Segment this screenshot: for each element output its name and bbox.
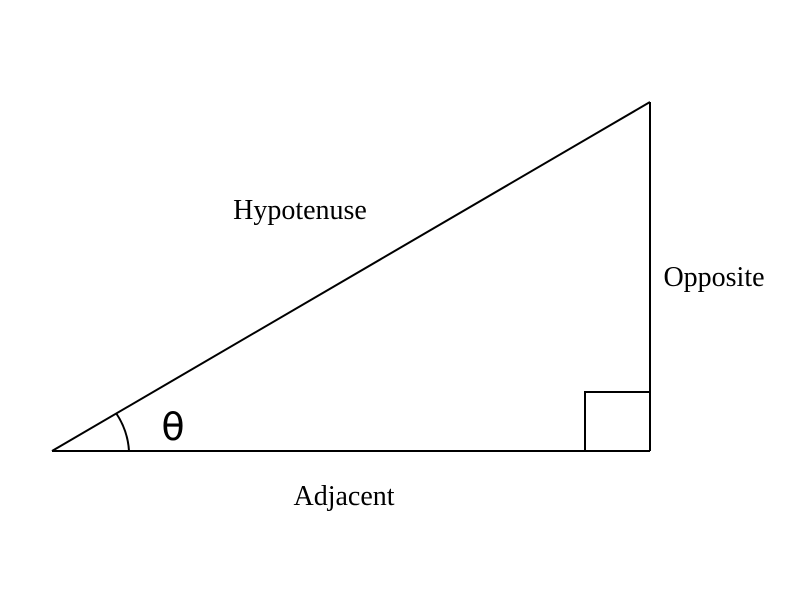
hypotenuse-side — [51, 101, 651, 452]
right-angle-marker — [584, 391, 650, 451]
adjacent-label: Adjacent — [293, 481, 394, 512]
angle-theta-label: θ — [161, 405, 184, 449]
angle-arc — [115, 412, 130, 452]
hypotenuse-label: Hypotenuse — [233, 195, 367, 226]
opposite-label: Opposite — [663, 262, 764, 293]
